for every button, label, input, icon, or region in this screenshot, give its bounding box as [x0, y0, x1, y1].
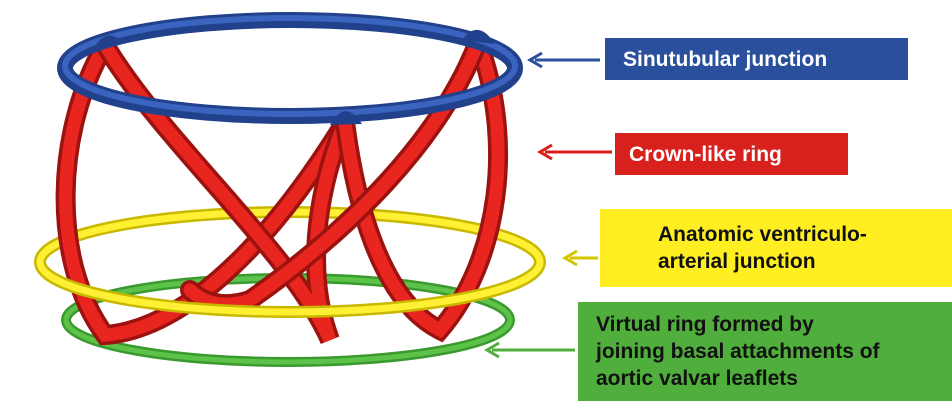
commissure-right — [462, 29, 495, 44]
pointer-arrows — [484, 51, 612, 359]
label-ventriculo-arterial-junction: Anatomic ventriculo- arterial junction — [600, 209, 952, 287]
label-ventriculo-line1: Anatomic ventriculo- — [658, 223, 867, 246]
label-ventriculo-line2: arterial junction — [658, 250, 816, 273]
ventriculo-arterial-ring-back-hl — [36, 208, 544, 263]
label-virtual-ring: Virtual ring formed by joining basal att… — [578, 302, 952, 401]
commissure-center — [330, 111, 362, 125]
ventriculo-arterial-ring-front-hl — [36, 261, 544, 316]
label-sinutubular-junction: Sinutubular junction — [605, 38, 908, 80]
crown-like-ring — [55, 32, 508, 346]
label-virtual-line1: Virtual ring formed by — [596, 313, 814, 336]
commissure-left — [92, 35, 122, 52]
label-sinutubular-text: Sinutubular junction — [623, 47, 828, 71]
label-virtual-line3: aortic valvar leaflets — [596, 367, 798, 390]
label-crown-like-ring: Crown-like ring — [615, 133, 848, 175]
sinutubular-ring-highlight — [62, 15, 518, 117]
label-virtual-line2: joining basal attachments of — [596, 340, 880, 363]
label-crown-text: Crown-like ring — [629, 142, 782, 166]
ventriculo-arterial-ring-back — [34, 206, 546, 263]
